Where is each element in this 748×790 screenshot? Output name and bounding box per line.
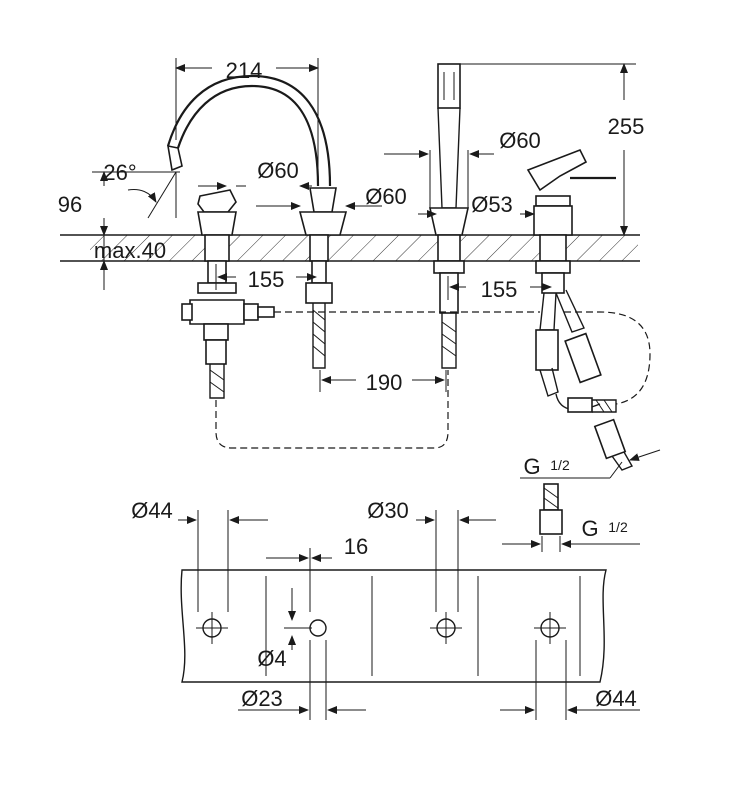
label-dia-60-left: Ø60: [257, 158, 299, 183]
label-g-frac-lower: 1/2: [608, 519, 628, 535]
label-dia-53: Ø53: [471, 192, 513, 217]
label-height-96: 96: [58, 192, 82, 217]
label-height-255: 255: [608, 114, 645, 139]
label-g-thread-lower: G: [581, 516, 598, 541]
dimension-lines-upper: [92, 58, 661, 479]
connector-fitting: [502, 483, 640, 552]
label-dia-4: Ø4: [257, 646, 286, 671]
label-dia-60-middle: Ø60: [365, 184, 407, 209]
label-width-214: 214: [226, 58, 263, 83]
label-dia-60-right: Ø60: [499, 128, 541, 153]
hose-routes: [215, 311, 651, 449]
label-dist-155-left: 155: [248, 267, 285, 292]
label-g-thread-upper: G: [523, 454, 540, 479]
label-dia-44-right: Ø44: [595, 686, 637, 711]
label-g-frac-upper: 1/2: [550, 457, 570, 473]
hand-shower: [429, 63, 469, 369]
dimension-labels: 214 255 96 26° Ø60 Ø60 Ø60 Ø53 max.40 15…: [58, 58, 645, 711]
label-dist-155-right: 155: [481, 277, 518, 302]
mixer: [526, 148, 634, 471]
label-dia-30: Ø30: [367, 498, 409, 523]
spout: [166, 74, 348, 369]
drilling-template: [178, 510, 640, 720]
label-angle-26: 26°: [103, 160, 136, 185]
label-dim-16: 16: [344, 534, 368, 559]
label-dist-190: 190: [366, 370, 403, 395]
left-valve: [181, 189, 275, 399]
label-dia-44-left: Ø44: [131, 498, 173, 523]
label-dia-23: Ø23: [241, 686, 283, 711]
label-max-40: max.40: [94, 238, 166, 263]
